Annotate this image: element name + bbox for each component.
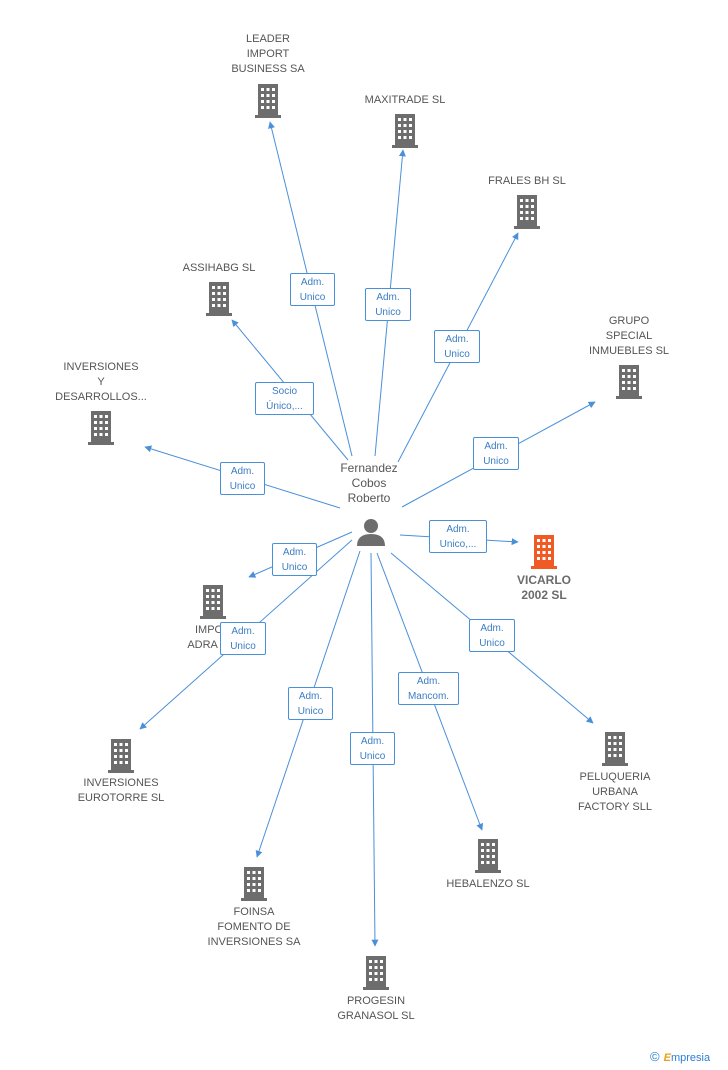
role-label-foinsa[interactable]: Adm. Unico — [288, 687, 333, 720]
company-name-eurotorre[interactable]: INVERSIONES EUROTORRE SL — [77, 777, 165, 804]
building-icon-frales[interactable] — [514, 195, 540, 229]
person-name[interactable]: Fernandez Cobos Roberto — [340, 461, 398, 505]
building-icon-foinsa[interactable] — [241, 867, 267, 901]
building-icon-eurotorre[interactable] — [108, 739, 134, 773]
brand-initial: E — [663, 1052, 671, 1064]
brand-name: mpresia — [670, 1052, 711, 1064]
role-label-peluqueria[interactable]: Adm. Unico — [469, 619, 515, 652]
company-name-import-adra[interactable]: IMPOR ADRA 201 — [187, 624, 238, 651]
building-icon-vicarlo[interactable] — [531, 535, 557, 569]
building-icon-peluqueria[interactable] — [602, 732, 628, 766]
company-name-peluqueria[interactable]: PELUQUERIA URBANA FACTORY SLL — [578, 771, 652, 813]
company-name-frales[interactable]: FRALES BH SL — [488, 175, 566, 187]
company-name-inversiones-desarrollos[interactable]: INVERSIONES Y DESARROLLOS... — [55, 361, 147, 403]
role-label-assihabg[interactable]: Socio Único,... — [255, 382, 314, 415]
company-name-leader[interactable]: LEADER IMPORT BUSINESS SA — [231, 33, 305, 75]
role-label-hebalenzo[interactable]: Adm. Mancom. — [398, 672, 459, 705]
company-name-maxitrade[interactable]: MAXITRADE SL — [364, 94, 446, 106]
company-name-progesin[interactable]: PROGESIN GRANASOL SL — [337, 995, 415, 1022]
role-label-progesin[interactable]: Adm. Unico — [350, 732, 395, 765]
edges-layer — [139, 121, 596, 947]
role-label-inversiones-desarrollos[interactable]: Adm. Unico — [220, 462, 265, 495]
building-icon-hebalenzo[interactable] — [475, 839, 501, 873]
building-icon-maxitrade[interactable] — [392, 114, 418, 148]
role-label-maxitrade[interactable]: Adm. Unico — [365, 288, 411, 321]
building-icon-progesin[interactable] — [363, 956, 389, 990]
copyright-icon: © — [650, 1049, 660, 1064]
building-icon-assihabg[interactable] — [206, 282, 232, 316]
empresia-watermark: ©Empresia — [650, 1049, 710, 1064]
person-icon[interactable] — [357, 519, 385, 546]
building-icon-inversiones-desarrollos[interactable] — [88, 411, 114, 445]
building-icon-grupo[interactable] — [616, 365, 642, 399]
company-name-assihabg[interactable]: ASSIHABG SL — [182, 262, 256, 274]
role-label-eurotorre[interactable]: Adm. Unico — [220, 622, 266, 655]
role-label-import-adra[interactable]: Adm. Unico — [272, 543, 317, 576]
role-label-grupo[interactable]: Adm. Unico — [473, 437, 519, 470]
building-icon-leader[interactable] — [255, 84, 281, 118]
company-name-foinsa[interactable]: FOINSA FOMENTO DE INVERSIONES SA — [207, 906, 301, 948]
role-label-frales[interactable]: Adm. Unico — [434, 330, 480, 363]
company-name-grupo[interactable]: GRUPO SPECIAL INMUEBLES SL — [588, 315, 670, 357]
company-name-hebalenzo[interactable]: HEBALENZO SL — [446, 878, 530, 890]
role-label-leader[interactable]: Adm. Unico — [290, 273, 335, 306]
company-name-vicarlo[interactable]: VICARLO 2002 SL — [517, 573, 571, 602]
role-label-vicarlo[interactable]: Adm. Unico,... — [429, 520, 487, 553]
building-icon-import-adra[interactable] — [200, 585, 226, 619]
